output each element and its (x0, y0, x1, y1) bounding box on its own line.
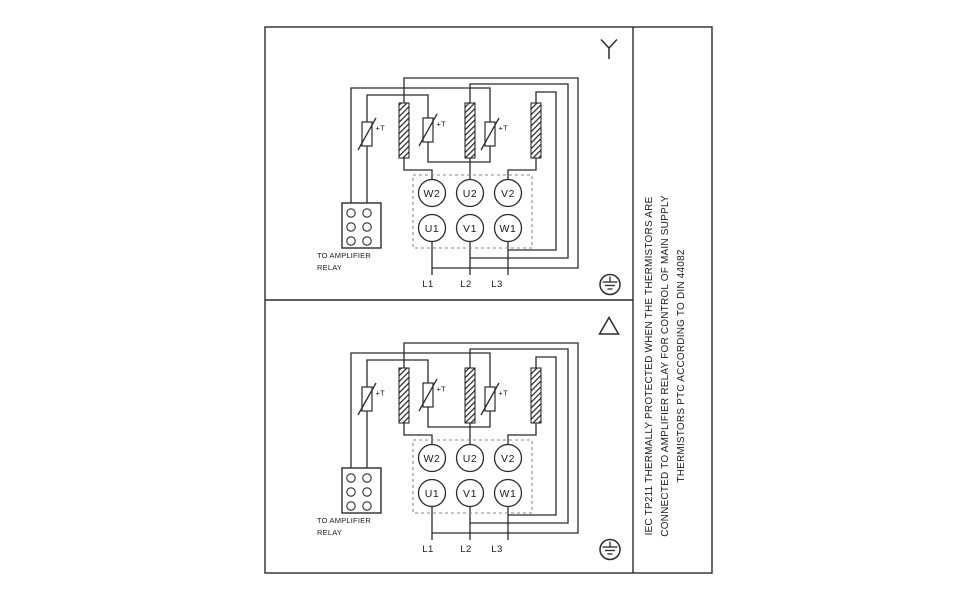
panel-delta-labels: +T +T +T W2 U2 V2 U1 V1 W1 L1 L2 L3 TO A… (317, 385, 516, 556)
terminal-label-u1: U1 (425, 223, 440, 235)
thermistor-label: +T (437, 385, 447, 394)
side-note-line3: THERMISTORS PTC ACCORDING TO DIN 44082 (676, 249, 687, 482)
terminal-label-v1: V1 (463, 223, 477, 235)
thermistor-label: +T (499, 124, 509, 133)
relay-label-line1: TO AMPLIFIER (317, 251, 371, 260)
panel-star-wiring (341, 77, 579, 276)
terminal-label-w1: W1 (500, 488, 517, 500)
supply-label-l1: L1 (422, 544, 434, 555)
thermistor-label: +T (437, 120, 447, 129)
thermistor-label: +T (376, 124, 386, 133)
terminal-label-v2: V2 (501, 453, 515, 465)
supply-label-l3: L3 (491, 544, 503, 555)
supply-label-l2: L2 (460, 279, 472, 290)
ground-icon-bottom (599, 538, 621, 561)
panel-star-labels: +T +T +T W2 U2 V2 U1 V1 W1 L1 L2 L3 TO A… (317, 120, 516, 291)
supply-label-l1: L1 (422, 279, 434, 290)
terminal-label-u2: U2 (463, 188, 478, 200)
thermistor-label: +T (499, 389, 509, 398)
side-note-line2: CONNECTED TO AMPLIFIER RELAY FOR CONTROL… (660, 195, 671, 537)
terminal-label-v2: V2 (501, 188, 515, 200)
thermistor-label: +T (376, 389, 386, 398)
side-note-line1: IEC TP211 THERMALLY PROTECTED WHEN THE T… (644, 196, 655, 535)
terminal-label-v1: V1 (463, 488, 477, 500)
ground-icon-top (599, 273, 621, 296)
terminal-label-w1: W1 (500, 223, 517, 235)
relay-label-line2: RELAY (317, 528, 342, 537)
supply-label-l3: L3 (491, 279, 503, 290)
panel-delta-wiring (341, 342, 579, 541)
terminal-label-w2: W2 (424, 453, 441, 465)
relay-label-line2: RELAY (317, 263, 342, 272)
relay-label-line1: TO AMPLIFIER (317, 516, 371, 525)
side-note: IEC TP211 THERMALLY PROTECTED WHEN THE T… (644, 195, 687, 537)
terminal-label-u1: U1 (425, 488, 440, 500)
star-icon (600, 38, 618, 59)
terminal-label-u2: U2 (463, 453, 478, 465)
delta-icon (598, 315, 620, 335)
terminal-label-w2: W2 (424, 188, 441, 200)
supply-label-l2: L2 (460, 544, 472, 555)
